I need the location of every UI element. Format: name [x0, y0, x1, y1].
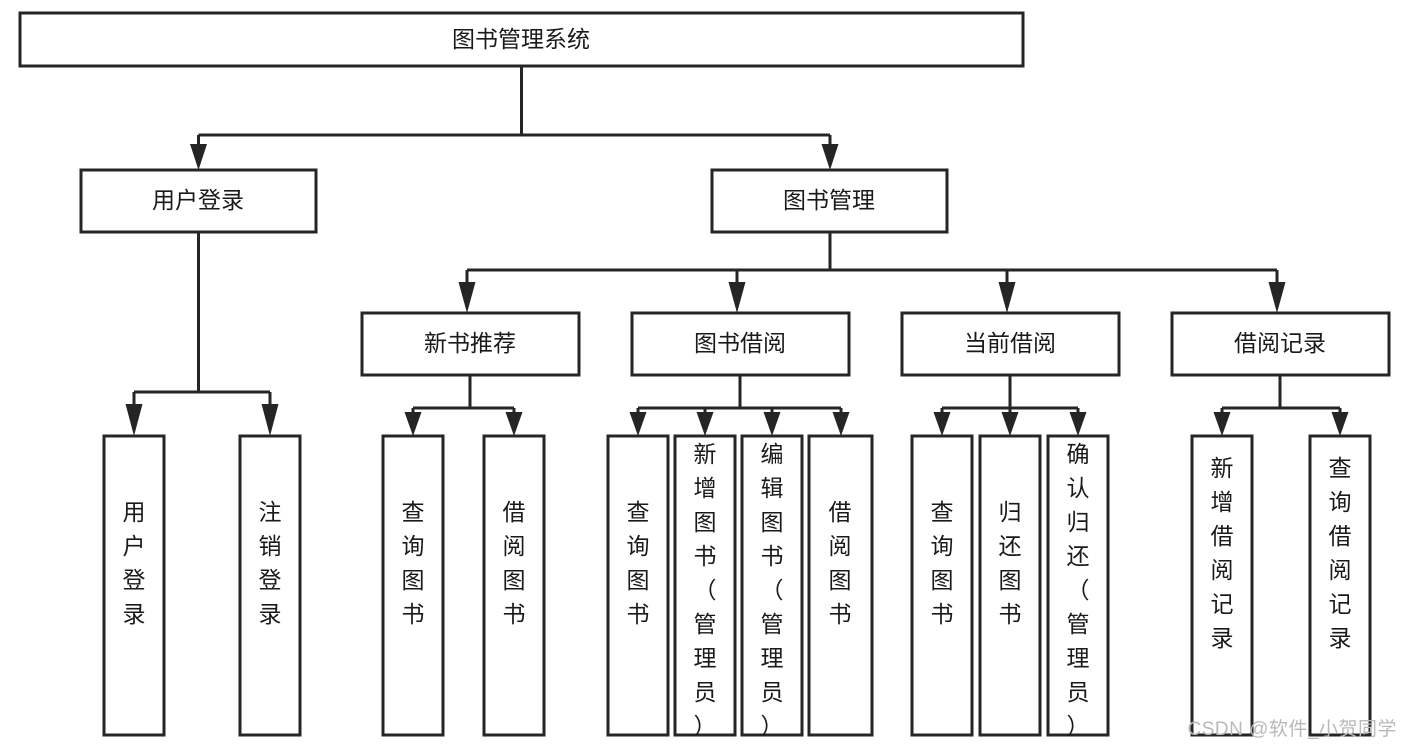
arrow-record-leaf1 — [1331, 412, 1349, 436]
leaf-borrow-record-1[interactable]: 查询借阅记录 — [1308, 434, 1372, 737]
arrow-bookmgmt-to-new-book — [458, 282, 476, 313]
leaf-book-borrow-1-label: 新增图书（管理员） — [694, 441, 717, 739]
arrow-borrow-leaf0 — [629, 412, 647, 436]
leaf-user-login-0[interactable]: 用户登录 — [102, 434, 166, 737]
arrow-current-leaf1 — [1001, 412, 1019, 436]
arrow-current-leaf2 — [1069, 412, 1087, 436]
leaf-current-borrow-0-box[interactable] — [910, 434, 974, 737]
leaf-book-borrow-2[interactable]: 编辑图书（管理员） — [740, 434, 804, 739]
leaf-book-borrow-3[interactable]: 借阅图书 — [807, 434, 874, 737]
arrow-newbook-leaf0 — [404, 412, 422, 436]
node-root-label: 图书管理系统 — [452, 26, 590, 52]
leaf-current-borrow-2-label: 确认归还（管理员） — [1067, 441, 1090, 739]
leaf-book-borrow-0[interactable]: 查询图书 — [606, 434, 670, 737]
node-book-management-box[interactable] — [710, 168, 949, 234]
leaf-current-borrow-0-label: 查询图书 — [931, 499, 954, 627]
leaf-book-borrow-3-box[interactable] — [807, 434, 874, 737]
arrow-userlogin-leaf1 — [261, 404, 279, 436]
leaf-current-borrow-2-box[interactable] — [1046, 434, 1110, 737]
node-current-borrow[interactable]: 当前借阅 — [900, 311, 1121, 377]
node-user-login-box[interactable] — [79, 168, 318, 234]
node-book-borrow-label: 图书借阅 — [694, 330, 786, 356]
node-book-borrow[interactable]: 图书借阅 — [630, 311, 851, 377]
leaf-borrow-record-0[interactable]: 新增借阅记录 — [1190, 434, 1254, 737]
leaf-user-login-1-box[interactable] — [238, 434, 302, 737]
node-book-management-label: 图书管理 — [783, 187, 875, 213]
leaf-current-borrow-1-label: 归还图书 — [999, 499, 1022, 627]
arrow-bookmgmt-to-record — [1268, 282, 1286, 313]
leaf-book-borrow-2-label: 编辑图书（管理员） — [761, 441, 784, 739]
node-current-borrow-label: 当前借阅 — [964, 330, 1056, 356]
arrow-newbook-leaf1 — [505, 412, 523, 436]
arrow-bookmgmt-to-borrow — [728, 282, 746, 313]
node-user-login-label: 用户登录 — [152, 187, 244, 213]
arrow-current-leaf0 — [933, 412, 951, 436]
leaf-current-borrow-2[interactable]: 确认归还（管理员） — [1046, 434, 1110, 739]
leaf-user-login-0-label: 用户登录 — [123, 499, 146, 627]
leaf-new-book-0-label: 查询图书 — [402, 499, 425, 627]
arrow-userlogin-leaf0 — [125, 404, 143, 436]
leaf-new-book-0[interactable]: 查询图书 — [381, 434, 445, 737]
node-book-borrow-box[interactable] — [630, 311, 851, 377]
leaf-book-borrow-1[interactable]: 新增图书（管理员） — [673, 434, 737, 739]
arrow-borrow-leaf3 — [832, 412, 850, 436]
leaf-borrow-record-1-box[interactable] — [1308, 434, 1372, 737]
node-borrow-record-label: 借阅记录 — [1234, 330, 1326, 356]
leaf-current-borrow-1[interactable]: 归还图书 — [978, 434, 1042, 737]
node-root[interactable]: 图书管理系统 — [18, 11, 1025, 68]
arrow-root-to-book-mgmt — [821, 144, 839, 170]
arrow-record-leaf0 — [1213, 412, 1231, 436]
arrow-borrow-leaf2 — [763, 412, 781, 436]
node-book-management[interactable]: 图书管理 — [710, 168, 949, 234]
leaf-user-login-1[interactable]: 注销登录 — [238, 434, 302, 737]
leaf-new-book-1-label: 借阅图书 — [503, 499, 526, 627]
leaf-borrow-record-0-label: 新增借阅记录 — [1211, 455, 1234, 651]
leaf-borrow-record-1-label: 查询借阅记录 — [1329, 455, 1352, 651]
leaf-new-book-1[interactable]: 借阅图书 — [482, 434, 546, 737]
node-current-borrow-box[interactable] — [900, 311, 1121, 377]
leaf-current-borrow-1-box[interactable] — [978, 434, 1042, 737]
node-new-book-recommend-box[interactable] — [360, 311, 581, 377]
node-borrow-record[interactable]: 借阅记录 — [1170, 311, 1391, 377]
node-new-book-recommend-label: 新书推荐 — [424, 330, 516, 356]
watermark-text: CSDN @软件_小贺同学 — [1187, 719, 1397, 740]
leaf-new-book-0-box[interactable] — [381, 434, 445, 737]
leaf-borrow-record-0-box[interactable] — [1190, 434, 1254, 737]
arrow-borrow-leaf1 — [696, 412, 714, 436]
node-root-box[interactable] — [18, 11, 1025, 68]
leaf-book-borrow-3-label: 借阅图书 — [829, 499, 852, 627]
node-new-book-recommend[interactable]: 新书推荐 — [360, 311, 581, 377]
leaf-book-borrow-2-box[interactable] — [740, 434, 804, 737]
leaf-current-borrow-0[interactable]: 查询图书 — [910, 434, 974, 737]
arrow-root-to-user-login — [190, 144, 207, 170]
connector-layer — [125, 66, 1349, 436]
leaf-new-book-1-box[interactable] — [482, 434, 546, 737]
leaf-book-borrow-0-box[interactable] — [606, 434, 670, 737]
node-borrow-record-box[interactable] — [1170, 311, 1391, 377]
leaf-book-borrow-0-label: 查询图书 — [627, 499, 650, 627]
leaf-user-login-0-box[interactable] — [102, 434, 166, 737]
node-user-login[interactable]: 用户登录 — [79, 168, 318, 234]
arrow-bookmgmt-to-current — [998, 282, 1016, 313]
leaf-user-login-1-label: 注销登录 — [259, 499, 282, 627]
leaf-book-borrow-1-box[interactable] — [673, 434, 737, 737]
